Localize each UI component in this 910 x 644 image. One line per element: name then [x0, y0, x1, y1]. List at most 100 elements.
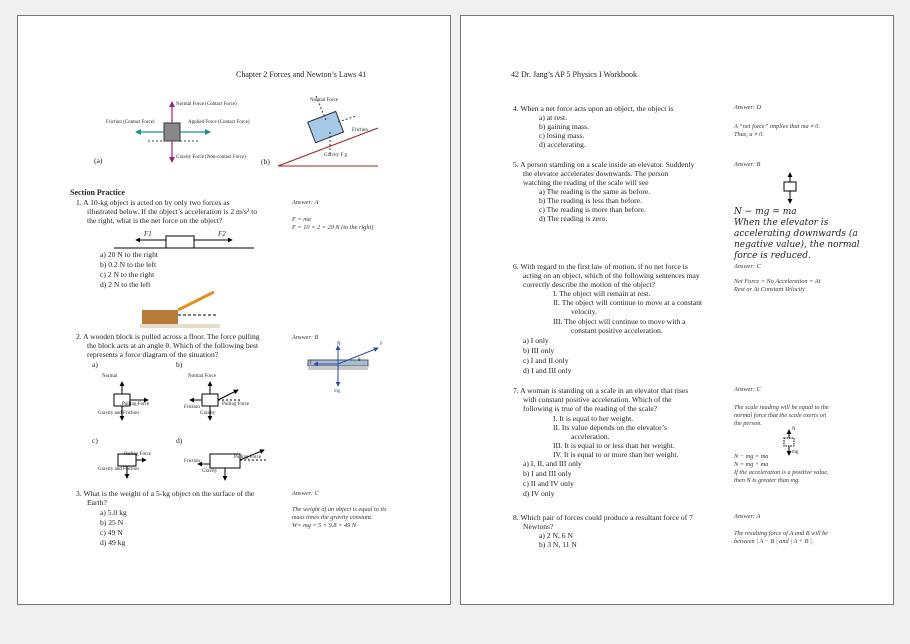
option-c-gravity: Gravity and Friction: [98, 467, 139, 472]
q1-line-2: illustrated below. If the object’s accel…: [87, 207, 258, 216]
section-title: Section Practice: [70, 188, 125, 197]
q7-line-1: 7. A woman is standing on a scale in an …: [513, 386, 689, 395]
figure-a-drawing: [135, 101, 211, 163]
option-b-gravity: Gravity: [200, 411, 216, 416]
q2-option-b-tag: b): [176, 360, 183, 369]
q5-answer-line-1: N − mg = ma: [734, 207, 797, 217]
q5-option-c: c) The reading is more than before.: [539, 205, 646, 214]
q3-option-c: c) 49 N: [100, 528, 123, 537]
q7-statement-2b: acceleration.: [571, 432, 610, 441]
q5-option-d: d) The reading is zero.: [539, 214, 608, 223]
incline-normal-label: Normal Force: [310, 98, 338, 103]
q4-answer: Answer: D: [734, 104, 762, 111]
q8-line-2: Newtons?: [523, 522, 554, 531]
q3-answer-line-2: mass times the gravity constant.: [292, 514, 373, 521]
page-header: 42 Dr. Jang’s AP 5 Physics I Workbook: [511, 70, 638, 79]
right-page: 42 Dr. Jang’s AP 5 Physics I Workbook 4.…: [460, 15, 894, 605]
q2-line-1: 2. A wooden block is pulled across a flo…: [76, 332, 260, 341]
q5-answer-line-4: negative value), the normal: [734, 240, 860, 250]
q1-option-b: b) 0.2 N to the left: [100, 260, 157, 269]
q6-line-1: 6. With regard to the first law of motio…: [513, 262, 688, 271]
theta-label: θ: [358, 358, 361, 363]
q7-statement-4: IV. It is equal to or more than her weig…: [553, 450, 679, 459]
q5-option-b: b) The reading is less than before.: [539, 196, 642, 205]
q6-answer: Answer: C: [734, 263, 761, 270]
wooden-block-photo: [140, 290, 220, 328]
q7-statement-2: II. Its value depends on the elevator’s: [553, 423, 667, 432]
option-a-normal: Normal: [102, 374, 118, 379]
q5-answer-line-5: force is reduced.: [734, 251, 811, 261]
q4-line-1: 4. When a net force acts upon an object,…: [513, 104, 674, 113]
q7-answer-line-2: normal force that the scale exerts on: [734, 412, 827, 419]
q6-option-c: c) I and II only: [523, 356, 569, 365]
q8-option-b: b) 3 N, 11 N: [539, 540, 577, 549]
option-d-friction: Friction: [184, 459, 200, 464]
q2-line-3: represents a force diagram of the situat…: [87, 350, 219, 359]
pull-force-label: F: [380, 342, 383, 347]
q2-option-c-tag: c): [92, 436, 98, 445]
q7-answer: Answer: C: [734, 386, 761, 393]
q6-statement-3b: constant positive acceleration.: [571, 326, 663, 335]
q8-option-a: a) 2 N, 6 N: [539, 531, 573, 540]
q1-option-d: d) 2 N to the left: [100, 280, 151, 289]
q1-option-a: a) 20 N to the right: [100, 250, 158, 259]
q3-line-2: Earth?: [87, 498, 107, 507]
q7-option-a: a) I, II, and III only: [523, 459, 582, 468]
q6-statement-2b: velocity.: [571, 307, 597, 316]
q1-option-c: c) 2 N to the right: [100, 270, 155, 279]
q8-answer: Answer: A: [734, 513, 761, 520]
q6-option-d: d) I and III only: [523, 366, 572, 375]
q4-answer-line-2: Thus, a ≠ 0.: [734, 131, 764, 138]
option-a-gravity: Gravity and Friction: [98, 411, 139, 416]
gravity-label: Gravity Force (Non-contact Force): [176, 155, 246, 160]
q6-line-3: correctly describe the motion of the obj…: [523, 280, 655, 289]
incline-friction-label: Friction: [352, 128, 368, 133]
q4-option-a: a) at rest.: [539, 113, 568, 122]
q7-n-label: N: [792, 427, 796, 432]
q1-force-diagram: [114, 235, 254, 249]
q7-statement-1: I. It is equal to her weight.: [553, 414, 634, 423]
applied-force-label: Applied Force (Contact Force): [188, 120, 250, 125]
option-b-normal: Normal Force: [188, 374, 216, 379]
q7-option-b: b) I and III only: [523, 469, 572, 478]
q2-answer-diagram: [307, 345, 379, 387]
q3-option-d: d) 49 kg: [100, 538, 126, 547]
friction-label: Friction (Contact Force): [106, 120, 155, 125]
q4-answer-line-1: A “net force” implies that ma ≠ 0.: [734, 123, 821, 130]
q7-line-3: following is true of the reading of the …: [523, 404, 658, 413]
option-d-gravity: Gravity: [202, 469, 218, 474]
q8-answer-line-2: between | A − B | and | A + B |.: [734, 538, 814, 545]
q7-answer-line-5: N = mg + ma: [734, 461, 769, 468]
q1-line-1: 1. A 10-kg object is acted on by only tw…: [76, 198, 230, 207]
left-page: Chapter 2 Forces and Newton’s Laws 41 No…: [17, 15, 451, 605]
q6-option-a: a) I only: [523, 336, 549, 345]
q6-answer-line-2: Rest or At Constant Velocity: [734, 286, 805, 293]
mg-label: mg: [334, 389, 341, 394]
q2-line-2: the block acts at an angle θ. Which of t…: [87, 341, 259, 350]
q7-person-diagram: [783, 429, 795, 456]
option-b-pulling: Pulling Force: [222, 402, 250, 407]
q6-statement-1: I. The object will remain at rest.: [553, 289, 651, 298]
figure-a-tag: (a): [94, 156, 103, 165]
normal-force-label: Normal Force (Contact Force): [176, 102, 237, 107]
q3-option-a: a) 5.0 kg: [100, 508, 127, 517]
option-d-pulling: Pulling Force: [234, 455, 262, 460]
q4-option-c: c) losing mass.: [539, 131, 585, 140]
q5-option-a: a) The reading is the same as before.: [539, 187, 651, 196]
q6-statement-3: III. The object will continue to move wi…: [553, 317, 686, 326]
q5-line-3: watching the reading of the scale will s…: [523, 178, 649, 187]
option-a-pulling: Pulling Force: [122, 402, 150, 407]
f1-label: F1: [144, 230, 152, 238]
q3-answer-line-3: W= mg = 5 × 9.8 = 49 N: [292, 522, 357, 529]
q1-answer: Answer: A: [292, 199, 319, 206]
q6-line-2: acting on an object, which of the follow…: [523, 271, 700, 280]
n-label: N: [337, 342, 341, 347]
q4-option-b: b) gaining mass.: [539, 122, 589, 131]
q5-answer-line-2: When the elevator is: [734, 218, 829, 228]
q3-answer-line-1: The weight of an object is equal to its: [292, 506, 387, 513]
q7-answer-line-7: then N is greater than mg.: [734, 477, 800, 484]
incline-gravity-label: Gravity F g: [324, 153, 348, 158]
q7-answer-line-1: The scale reading will be equal to the: [734, 404, 829, 411]
q1-line-3: the right, what is the net force on the …: [87, 216, 223, 225]
q7-answer-line-4: N − mg = ma: [734, 453, 769, 460]
